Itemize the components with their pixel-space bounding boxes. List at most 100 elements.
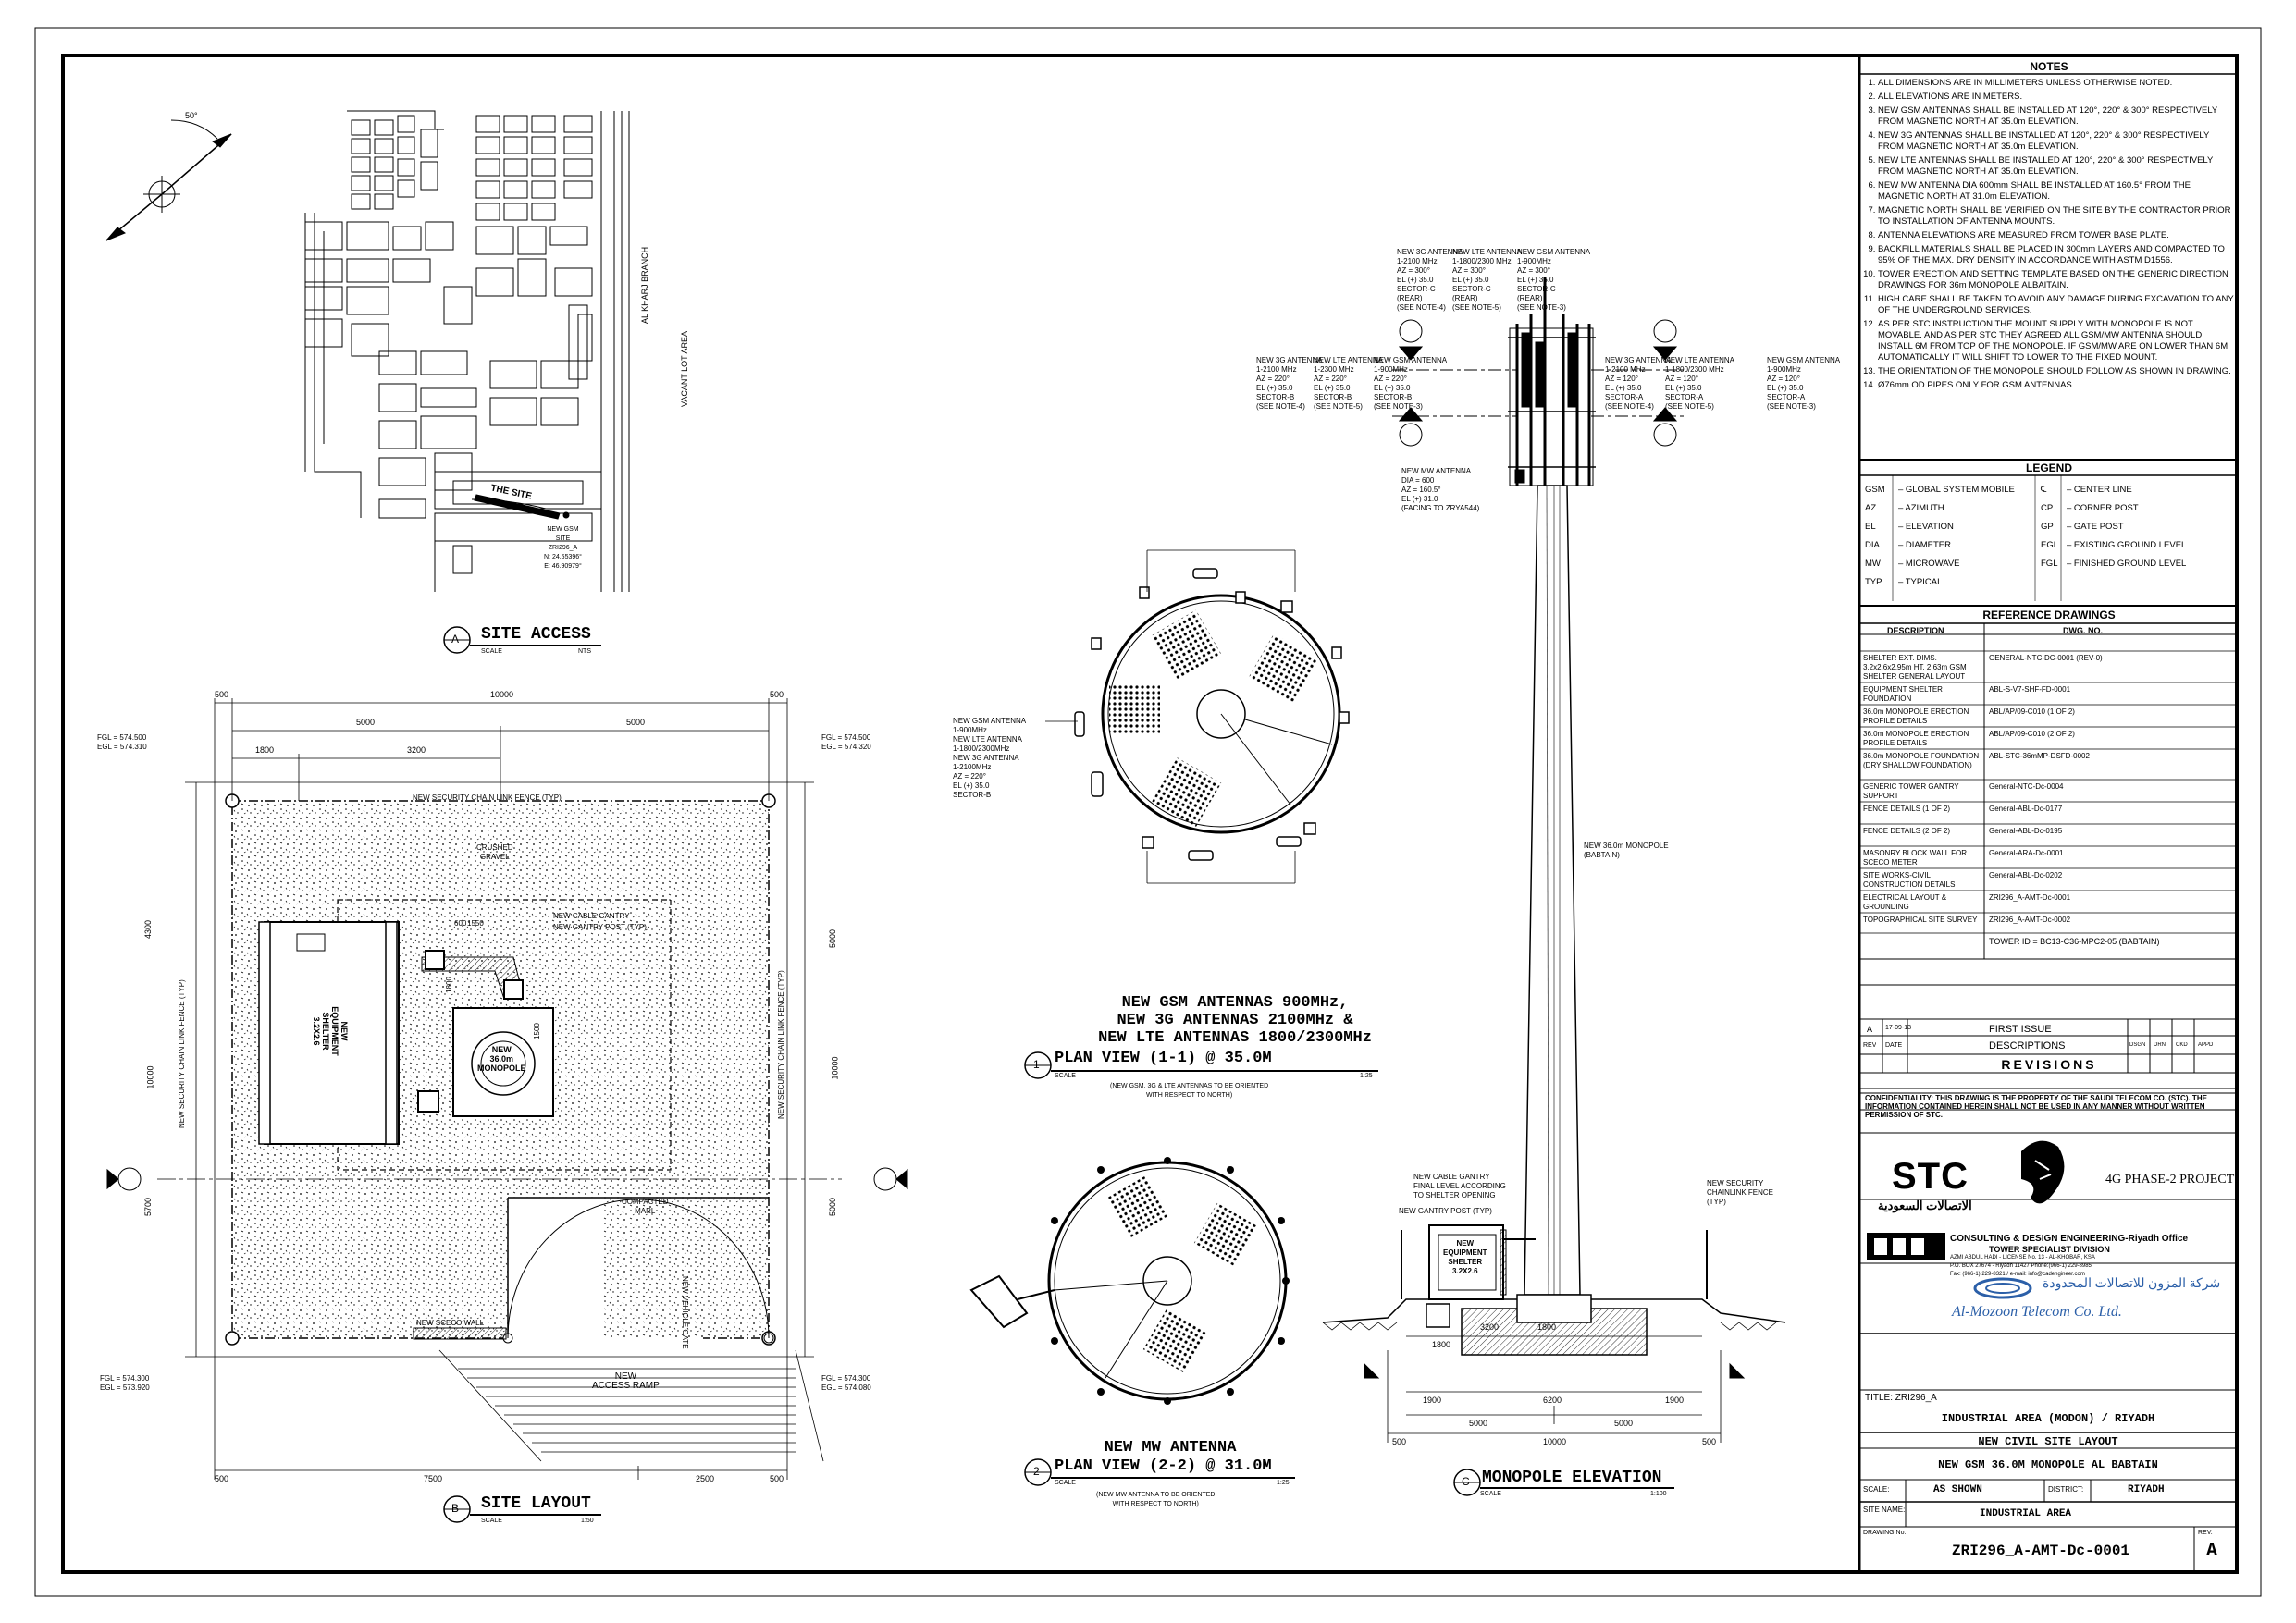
- legend-abbr: MW: [1865, 559, 1881, 569]
- level-bottom-left: FGL = 574.300 EGL = 573.920: [100, 1374, 150, 1392]
- note-item: MAGNETIC NORTH SHALL BE VERIFIED ON THE …: [1878, 205, 2237, 227]
- fence-label-left: NEW SECURITY CHAIN LINK FENCE (TYP): [178, 979, 186, 1128]
- view-1-line2: NEW 3G ANTENNAS 2100MHz &: [1117, 1012, 1353, 1029]
- notes-list: ALL DIMENSIONS ARE IN MILLIMETERS UNLESS…: [1861, 78, 2237, 394]
- title-line3: NEW GSM 36.0M MONOPOLE AL BABTAIN: [1938, 1458, 2158, 1471]
- reference-desc: 36.0m MONOPOLE ERECTION PROFILE DETAILS: [1863, 707, 1969, 725]
- rev-hdr-appd: APPD: [2198, 1042, 2214, 1048]
- reference-dwg-no: General-ARA-Dc-0001: [1989, 849, 2064, 857]
- legend-abbr: ℄: [2041, 485, 2047, 495]
- dim-top-500-left: 500: [215, 690, 229, 699]
- inner-border: [61, 54, 2239, 1574]
- title-line2: NEW CIVIL SITE LAYOUT: [1978, 1435, 2118, 1448]
- legend-abbr: TYP: [1865, 577, 1882, 587]
- view-1-scale: 1:25: [1360, 1073, 1373, 1079]
- reference-desc: ELECTRICAL LAYOUT & GROUNDING: [1863, 893, 1947, 911]
- reference-dwg-no: GENERAL-NTC-DC-0001 (REV-0): [1989, 654, 2103, 662]
- road-vacant-lot: VACANT LOT AREA: [680, 330, 689, 407]
- legend-abbr: AZ: [1865, 503, 1877, 513]
- view-1-tag: 1: [1033, 1058, 1040, 1071]
- view-2-tag: 2: [1033, 1465, 1040, 1478]
- site-layout-plan: [106, 698, 908, 1480]
- view-c-scale: 1:100: [1650, 1491, 1667, 1497]
- label-gsm-sector-c: NEW GSM ANTENNA 1-900MHz AZ = 300° EL (+…: [1517, 248, 1591, 312]
- reference-dwg-no: General-ABL-Dc-0195: [1989, 827, 2063, 835]
- view-a-scale: NTS: [578, 648, 591, 655]
- reference-dwg-no: ABL/AP/09-C010 (1 OF 2): [1989, 707, 2075, 716]
- note-item: TOWER ERECTION AND SETTING TEMPLATE BASE…: [1878, 269, 2237, 291]
- elev-dim-3200: 3200: [1480, 1322, 1500, 1332]
- elev-gantry-post: NEW GANTRY POST (TYP): [1399, 1207, 1492, 1215]
- view-1-scale-label: SCALE: [1055, 1073, 1076, 1079]
- monopole-elevation: [1322, 277, 1786, 1443]
- fence-label-right: NEW SECURITY CHAIN LINK FENCE (TYP): [777, 970, 785, 1119]
- reference-desc: FENCE DETAILS (2 OF 2): [1863, 827, 1951, 835]
- reference-desc: GENERIC TOWER GANTRY SUPPORT: [1863, 782, 1959, 800]
- rev-value: A: [2206, 1541, 2218, 1562]
- rev-hdr-dsgn: DSGN: [2129, 1042, 2146, 1048]
- view-title-marks: [443, 626, 1674, 1523]
- legend-desc: – CENTER LINE: [2067, 485, 2132, 495]
- note-item: THE ORIENTATION OF THE MONOPOLE SHOULD F…: [1878, 366, 2237, 377]
- dim-top-3200: 3200: [407, 745, 426, 755]
- antenna-plan-view-1: [1045, 549, 1350, 884]
- stc-brand-arabic: الاتصالات السعودية: [1878, 1199, 1972, 1212]
- legend-desc: – EXISTING GROUND LEVEL: [2067, 540, 2187, 550]
- reference-dwg-no: ABL-S-V7-SHF-FD-0001: [1989, 685, 2071, 694]
- view-2-line1: NEW MW ANTENNA: [1104, 1439, 1237, 1457]
- level-top-right: FGL = 574.500 EGL = 574.320: [821, 733, 871, 751]
- ramp-label: NEW ACCESS RAMP: [592, 1371, 660, 1391]
- label-gsm-sector-b: NEW GSM ANTENNA 1-900MHz AZ = 220° EL (+…: [1374, 356, 1448, 411]
- reference-desc: FENCE DETAILS (1 OF 2): [1863, 805, 1951, 813]
- legend-title: LEGEND: [2025, 461, 2072, 474]
- consultant-line4: P.O. BOX 27674 - Riyadh 11427 Phone:(966…: [1950, 1263, 2092, 1269]
- rev-hdr-ckd: CKD: [2176, 1042, 2188, 1048]
- label-3g-sector-b: NEW 3G ANTENNA 1-2100 MHz AZ = 220° EL (…: [1256, 356, 1323, 411]
- reference-dwg-no: General-NTC-Dc-0004: [1989, 782, 2064, 791]
- reference-col-no: DWG. NO.: [2063, 626, 2103, 635]
- mozoon-logo-icon: [1973, 1277, 2032, 1299]
- note-item: ANTENNA ELEVATIONS ARE MEASURED FROM TOW…: [1878, 230, 2237, 241]
- elev-fence: NEW SECURITY CHAINLINK FENCE (TYP): [1707, 1179, 1774, 1206]
- title-line1: INDUSTRIAL AREA (MODON) / RIYADH: [1941, 1412, 2155, 1425]
- view-c-tag: C: [1462, 1475, 1470, 1488]
- stc-logo-icon: [2021, 1140, 2065, 1204]
- reference-dwg-no: ABL/AP/09-C010 (2 OF 2): [1989, 730, 2075, 738]
- consultant-line1: CONSULTING & DESIGN ENGINEERING-Riyadh O…: [1950, 1234, 2189, 1244]
- elev-shelter: NEW EQUIPMENT SHELTER 3.2X2.6: [1443, 1239, 1487, 1275]
- reference-desc: SITE WORKS-CIVIL CONSTRUCTION DETAILS: [1863, 871, 1956, 889]
- antenna-plan-view-2: [969, 1157, 1290, 1405]
- rev-hdr-date: DATE: [1885, 1042, 1903, 1049]
- outer-border: [34, 27, 2262, 1597]
- label-left-group: NEW GSM ANTENNA 1-900MHz NEW LTE ANTENNA…: [953, 717, 1027, 799]
- note-item: NEW GSM ANTENNAS SHALL BE INSTALLED AT 1…: [1878, 105, 2237, 128]
- note-item: AS PER STC INSTRUCTION THE MOUNT SUPPLY …: [1878, 319, 2237, 363]
- dim-right-5000a: 5000: [828, 928, 838, 949]
- rev-letter: A: [1867, 1025, 1873, 1034]
- elev-dim-500a: 500: [1392, 1437, 1407, 1446]
- gate-label: NEW VEHICLE GATE: [681, 1276, 689, 1349]
- title-label: TITLE: ZRI296_A: [1865, 1393, 1937, 1403]
- title-block-frames: [1859, 73, 2237, 1572]
- view-2-scale-label: SCALE: [1055, 1480, 1076, 1486]
- shelter-label: NEW EQUIPMENT SHELTER 3.2X2.6: [311, 1006, 349, 1056]
- fence-label-top: NEW SECURITY CHAIN LINK FENCE (TYP): [413, 793, 562, 802]
- reference-desc: 36.0m MONOPOLE FOUNDATION (DRY SHALLOW F…: [1863, 752, 1980, 769]
- rev-date: 17-09-13: [1885, 1025, 1912, 1031]
- monopole-label: NEW 36.0m MONOPOLE: [477, 1045, 526, 1073]
- level-top-left: FGL = 574.500 EGL = 574.310: [97, 733, 147, 751]
- view-2-line2: PLAN VIEW (2-2) @ 31.0M: [1055, 1457, 1272, 1475]
- rev-hdr-drn: DRN: [2154, 1042, 2166, 1048]
- reference-desc: EQUIPMENT SHELTER FOUNDATION: [1863, 685, 1943, 703]
- reference-dwg-no: General-ABL-Dc-0202: [1989, 871, 2063, 879]
- reference-desc: SHELTER EXT. DIMS. 3.2x2.6x2.95m HT. 2.6…: [1863, 654, 1967, 681]
- view-1-line4: PLAN VIEW (1-1) @ 35.0M: [1055, 1050, 1272, 1067]
- tower-id: TOWER ID = BC13-C36-MPC2-05 (BABTAIN): [1989, 937, 2160, 946]
- view-b-tag: B: [451, 1502, 460, 1515]
- consultant-line3: AZMI ABDUL HADI - LICENSE No. 13 - AL-KH…: [1950, 1255, 2095, 1260]
- project-name: 4G PHASE-2 PROJECT: [2105, 1173, 2235, 1187]
- consultant-logo-icon: [1867, 1233, 1945, 1260]
- view-c-scale-label: SCALE: [1480, 1491, 1501, 1497]
- legend-abbr: CP: [2041, 503, 2054, 513]
- label-lte-sector-a: NEW LTE ANTENNA 1-1800/2300 MHz AZ = 120…: [1665, 356, 1734, 411]
